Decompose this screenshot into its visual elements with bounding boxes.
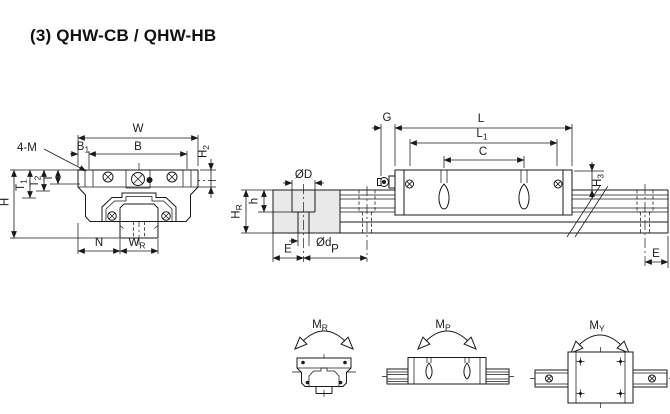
moment-roll: MR bbox=[292, 319, 356, 397]
dim-label-b1: B1 bbox=[77, 141, 90, 155]
dim-label-dia-d: Ød bbox=[316, 237, 331, 249]
front-view: W B1 B 4-M H2 H T1 T2 T N WR bbox=[0, 123, 216, 254]
section-title: (3) QHW-CB / QHW-HB bbox=[30, 26, 217, 45]
dim-label-h: H bbox=[0, 198, 12, 206]
roll-arrow-arc bbox=[302, 330, 346, 342]
grease-nipple-front bbox=[125, 170, 153, 189]
dim-label-hr: HR bbox=[231, 204, 245, 218]
dim-label-e-rail: E bbox=[284, 244, 292, 256]
rail-front bbox=[119, 221, 159, 239]
dim-label-dia-D: ØD bbox=[295, 169, 312, 181]
endcap-screws-front bbox=[102, 171, 178, 221]
block-front-outline bbox=[77, 169, 199, 222]
yaw-arrow-arc bbox=[578, 334, 622, 346]
front-view-dimensions bbox=[10, 135, 216, 254]
moment-label-my: MY bbox=[589, 320, 605, 334]
dim-label-4m: 4-M bbox=[17, 142, 37, 154]
dim-label-t2: T2 bbox=[29, 175, 43, 187]
dim-label-c: C bbox=[479, 146, 487, 158]
moment-label-mr: MR bbox=[312, 319, 328, 333]
grease-nipple-side bbox=[377, 175, 396, 189]
dim-label-p: P bbox=[331, 244, 339, 256]
dim-label-wr: WR bbox=[129, 237, 146, 251]
dim-label-l: L bbox=[478, 113, 485, 125]
block-side bbox=[377, 169, 573, 216]
rail-side bbox=[340, 184, 669, 268]
rail-section-dimensions bbox=[241, 180, 669, 268]
moment-pitch: MP bbox=[382, 319, 514, 385]
dim-label-t: T bbox=[43, 174, 55, 181]
moment-yaw: MY bbox=[530, 320, 670, 408]
dim-label-h-small: h bbox=[249, 198, 261, 204]
dim-label-h2: H2 bbox=[198, 145, 212, 158]
dim-label-g: G bbox=[383, 112, 392, 124]
dim-label-b: B bbox=[134, 141, 142, 153]
rail-cross-section: ØD h HR Ød E P bbox=[231, 169, 669, 268]
moment-label-mp: MP bbox=[435, 319, 451, 333]
dim-label-w: W bbox=[133, 123, 144, 135]
pitch-arrow-arc bbox=[425, 330, 469, 342]
dim-label-t1: T1 bbox=[15, 179, 29, 191]
side-view-dimensions bbox=[372, 124, 669, 265]
block-top-screws bbox=[576, 357, 625, 398]
dim-label-l1: L1 bbox=[476, 128, 487, 142]
dim-label-e-side: E bbox=[652, 248, 660, 260]
side-view: G L L1 C H3 E bbox=[340, 112, 669, 268]
dim-label-n: N bbox=[95, 237, 103, 249]
dim-label-h3: H3 bbox=[592, 174, 606, 187]
